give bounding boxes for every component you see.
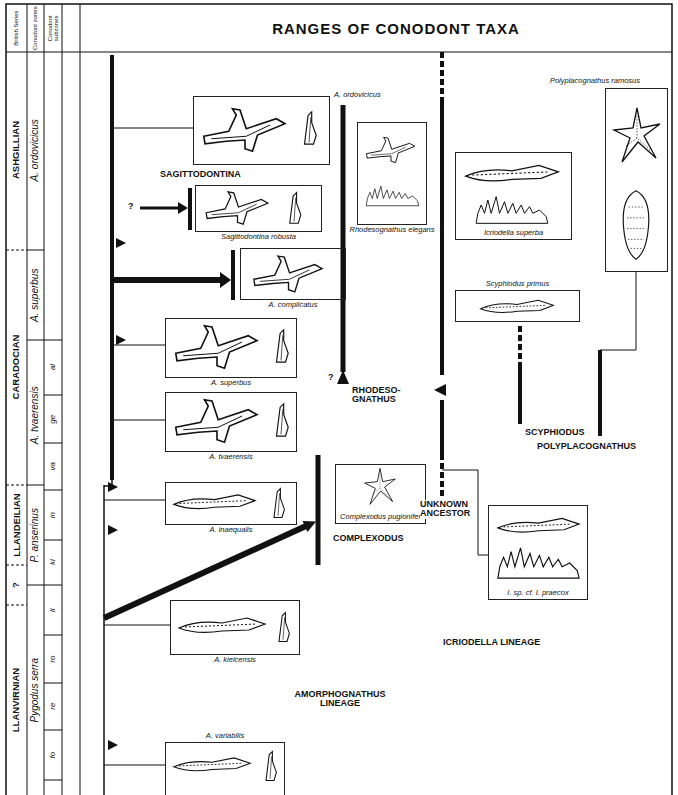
series-name: LLANDEILIAN [11, 493, 21, 556]
species-name: Complexodus pugionifer [339, 513, 422, 521]
fossil-box: Polyplacognathus ramosus [605, 88, 668, 272]
species-name: Rhodesognathus elegans [348, 226, 435, 234]
zone-name: A. superbus [30, 268, 41, 321]
species-name: Sagittodontina robusta [220, 233, 297, 241]
subzone-name: in [49, 512, 57, 518]
subzone-name: ro [49, 656, 57, 663]
subzone-name: va [49, 462, 57, 470]
fossil-box: A. ordovicicus [193, 96, 330, 165]
fossil-box: A. inaequalis [165, 482, 297, 525]
chart-frame [6, 4, 672, 795]
lineage-label: UNKNOWN ANCESTOR [420, 500, 476, 519]
other-lineage-ranges [343, 52, 636, 555]
species-name: A. tvaerensis [208, 453, 253, 461]
range-arrowheads [108, 202, 446, 750]
fossil-box: A. variabilis [165, 742, 285, 795]
subzone-name: fo [49, 752, 57, 759]
fossil-box: Sagittodontina robusta [195, 185, 322, 232]
series-name: LLANVIRNIAN [11, 668, 21, 732]
subzone-name: ki [49, 559, 57, 565]
lineage-label: COMPLEXODUS [333, 534, 404, 543]
subzone-name: ge [49, 415, 57, 424]
fossil-box: I. sp. cf. I. praecox [488, 505, 588, 600]
subzone-name: re [49, 703, 57, 710]
fossil-box: Icriodella superba [455, 152, 572, 240]
fossil-box: A. complicatus [240, 248, 346, 300]
zone-name: A. ordovicicus [30, 119, 41, 181]
query-mark: ? [328, 373, 334, 382]
species-name: A. ordovicicus [333, 91, 382, 99]
species-name: Polyplacognathus ramosus [549, 77, 641, 85]
lineage-label: POLYPLACOGNATHUS [537, 442, 636, 451]
lineage-label: ICRIODELLA LINEAGE [443, 638, 540, 647]
zone-name: Pygodus serra [30, 658, 41, 722]
lineage-label: RHODESO- GNATHUS [352, 386, 402, 405]
species-name: I. sp. cf. I. praecox [506, 589, 569, 597]
column-header: Conodont zones [32, 6, 38, 50]
zone-name: P. anserinus [30, 508, 41, 562]
lineage-label: AMORPHOGNATHUS LINEAGE [285, 690, 395, 709]
column-header: Conodont subzones [47, 6, 60, 50]
fossil-box: Scyphiodus primus [455, 290, 580, 322]
species-name: Icriodella superba [483, 229, 544, 237]
series-name: CARADOCIAN [11, 335, 21, 400]
fossil-box: A. kielcensis [170, 600, 300, 655]
species-name: A. complicatus [268, 301, 319, 309]
conodont-element-drawings [174, 108, 660, 780]
fossil-box: A. superbus [165, 318, 297, 378]
species-name: A. variabilis [205, 732, 245, 740]
fossil-box: Complexodus pugionifer [335, 464, 426, 524]
lineage-label: SCYPHIODUS [525, 428, 585, 437]
species-name: A. kielcensis [213, 656, 257, 664]
chart-title: RANGES OF CONODONT TAXA [120, 4, 672, 52]
fossil-box: Rhodesognathus elegans [357, 122, 427, 225]
series-name: ASHGILLIAN [11, 121, 21, 179]
species-name: Scyphiodus primus [485, 280, 550, 288]
subzone-name: al [49, 364, 57, 370]
subzone-name: li [49, 608, 57, 612]
amorphognathus-ranges [104, 55, 318, 795]
query-mark: ? [128, 202, 134, 211]
column-header: British Series [13, 6, 19, 50]
lineage-label: SAGITTODONTINA [160, 170, 241, 179]
fossil-box: A. tvaerensis [165, 392, 297, 452]
species-name: A. inaequalis [209, 526, 254, 534]
species-name: A. superbus [210, 379, 252, 387]
series-name: ? [11, 582, 21, 588]
zone-name: A. tvaerensis [30, 386, 41, 444]
